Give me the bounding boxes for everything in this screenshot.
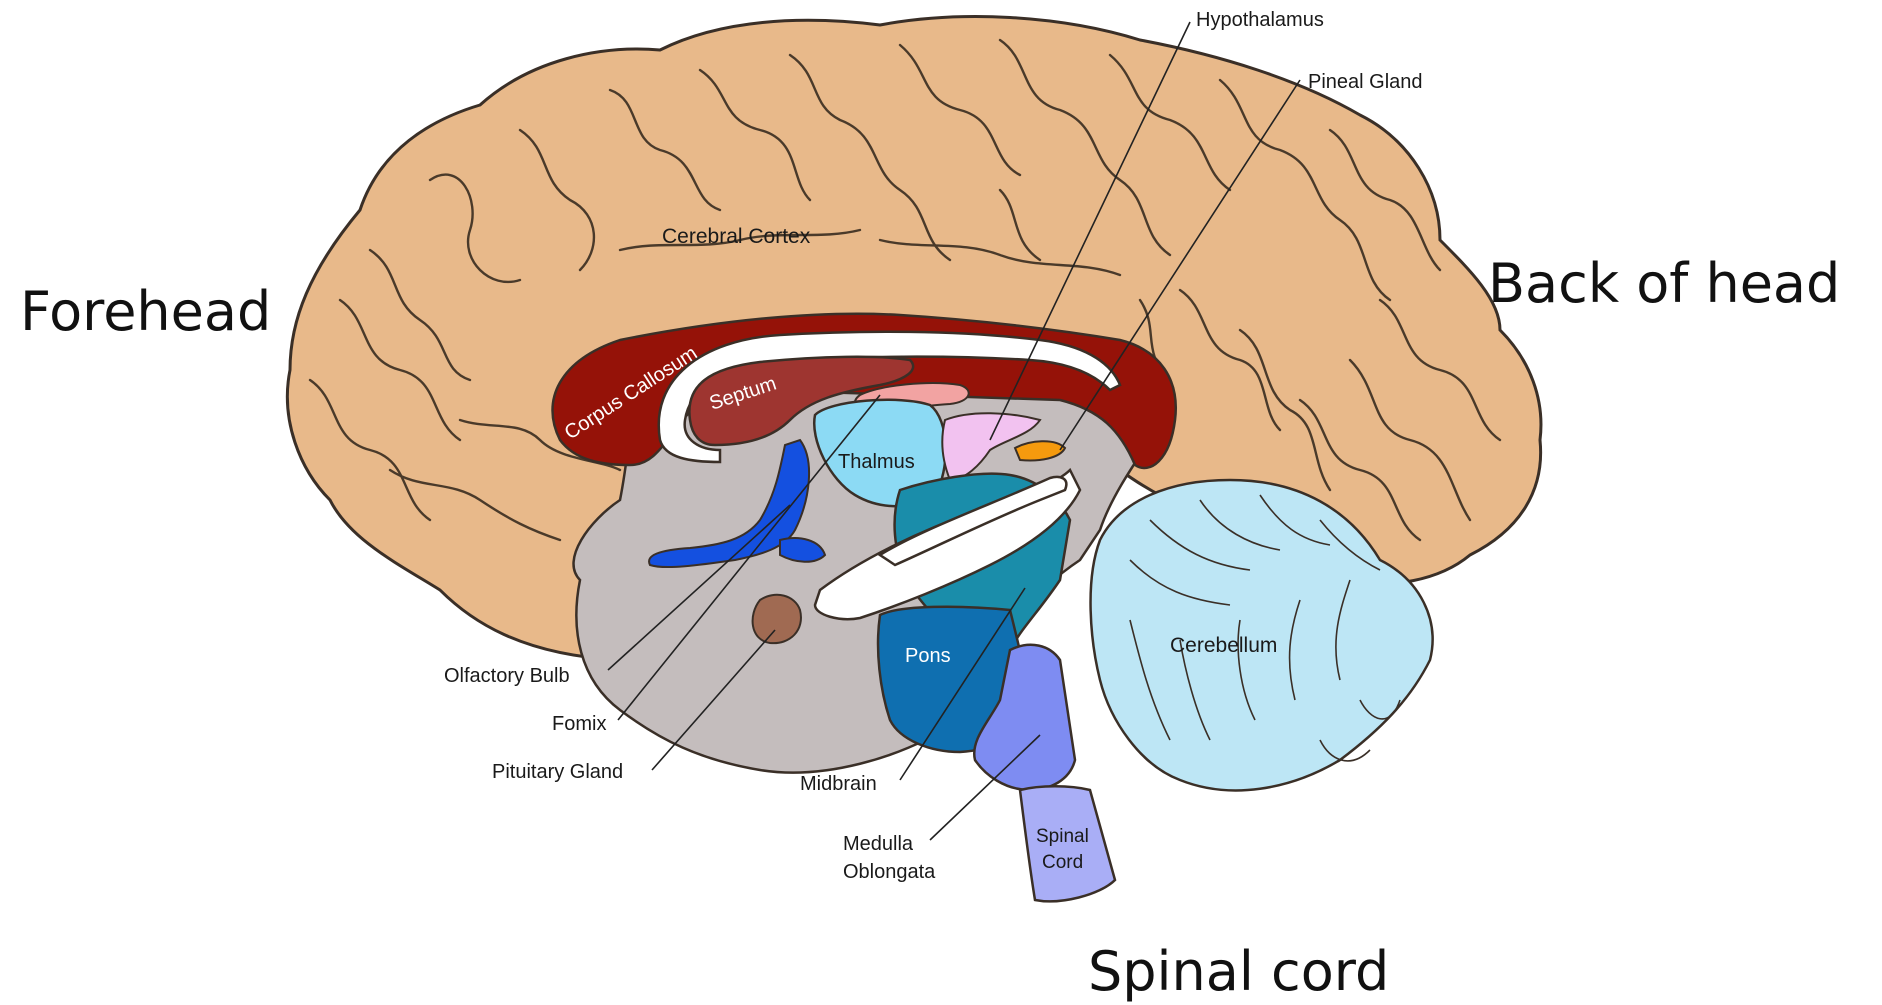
label-spinal-cord-line1: Spinal (1036, 826, 1089, 847)
pituitary-gland-region (753, 595, 801, 643)
label-medulla-line1: Medulla (843, 833, 914, 855)
label-thalamus: Thalmus (838, 451, 915, 473)
label-pons: Pons (905, 645, 951, 667)
orientation-forehead: Forehead (20, 280, 271, 343)
label-midbrain: Midbrain (800, 773, 877, 795)
label-pituitary-gland: Pituitary Gland (492, 761, 623, 783)
label-cerebral-cortex: Cerebral Cortex (662, 225, 811, 248)
label-fornix: Fomix (552, 713, 606, 735)
label-olfactory-bulb: Olfactory Bulb (444, 665, 570, 687)
label-spinal-cord-line2: Cord (1042, 852, 1083, 873)
orientation-back-of-head: Back of head (1488, 252, 1840, 315)
label-cerebellum: Cerebellum (1170, 634, 1277, 657)
orientation-spinal-cord: Spinal cord (1088, 940, 1389, 1003)
label-hypothalamus: Hypothalamus (1196, 9, 1324, 31)
label-pineal-gland: Pineal Gland (1308, 71, 1423, 93)
label-medulla-line2: Oblongata (843, 861, 936, 883)
